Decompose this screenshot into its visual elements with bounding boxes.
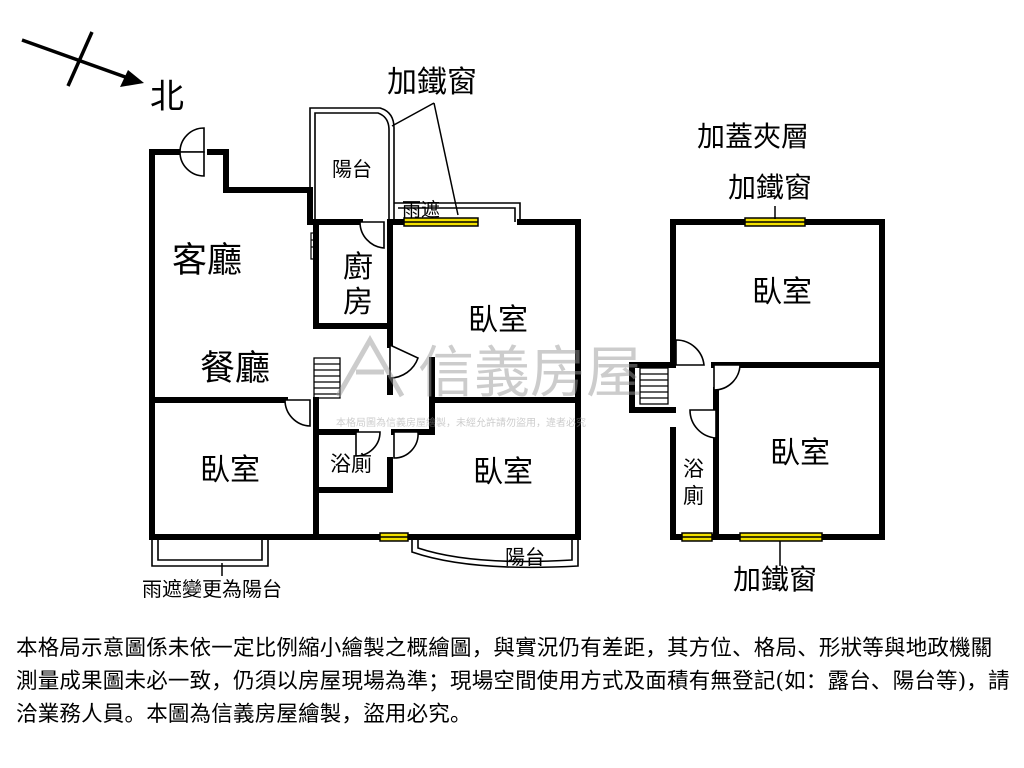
bedroom-bottom-door-icon xyxy=(393,431,419,459)
room-bedroom-top-center: 臥室 xyxy=(468,303,528,338)
stairs-mezzanine xyxy=(639,367,669,405)
watermark-notice: 本格局圖為信義房屋繪製，未經允許請勿盜用，違者必究 xyxy=(336,416,586,429)
watermark: 信義房屋 本格局圖為信義房屋繪製，未經允許請勿盜用，違者必究 xyxy=(335,334,642,429)
watermark-brand: 信義房屋 xyxy=(418,341,642,406)
mezz-door-mid-icon xyxy=(713,364,741,391)
rain-shelter-inner xyxy=(398,207,516,222)
balcony-bottom-inner xyxy=(417,537,573,563)
room-bedroom-bottom-center: 臥室 xyxy=(473,455,533,490)
compass-cross-line xyxy=(66,31,94,87)
mezzanine-walls xyxy=(629,219,885,540)
balcony-top-inner xyxy=(314,112,390,222)
label-rain-shelter: 雨遮 xyxy=(402,199,440,221)
room-mezz-bath-line1: 浴 xyxy=(683,457,704,481)
label-iron-window-mezz-top: 加鐵窗 xyxy=(728,171,812,204)
small-stairs-left xyxy=(310,232,318,260)
bath-wall-bottom xyxy=(313,457,393,493)
main-floor-doors xyxy=(179,127,419,459)
north-wall-step xyxy=(207,149,313,225)
balcony-bottom-outline xyxy=(411,537,579,569)
bedroom-left-door-icon xyxy=(284,399,311,427)
room-mezz-bedroom-top: 臥室 xyxy=(752,275,812,310)
mezzanine-title: 加蓋夾層 xyxy=(697,120,809,153)
disclaimer-text: 本格局示意圖係未依一定比例縮小繪製之概繪圖，與實況仍有差距，其方位、格局、形狀等… xyxy=(16,636,1010,727)
room-balcony-top: 陽台 xyxy=(332,157,372,181)
room-kitchen-line1: 廚 xyxy=(343,250,373,285)
main-floor-labels: 客廳 餐廳 廚 房 陽台 臥室 臥室 臥室 浴廁 陽台 加鐵窗 雨遮 雨遮變更為… xyxy=(142,65,545,601)
label-rain-shelter-changed: 雨遮變更為陽台 xyxy=(142,577,282,601)
room-bath: 浴廁 xyxy=(330,452,372,476)
room-kitchen-line2: 房 xyxy=(343,285,373,320)
label-iron-window-mezz-bottom: 加鐵窗 xyxy=(733,563,817,596)
mezz-door-bath-icon xyxy=(689,409,717,439)
mezz-outer-wall xyxy=(670,219,885,540)
rain-shelter-outline xyxy=(394,202,521,222)
entrance-door-icon xyxy=(179,127,205,153)
mezz-stair-wall xyxy=(629,362,676,413)
room-living: 客廳 xyxy=(172,241,242,281)
bath-door-icon xyxy=(355,431,381,457)
kitchen-door-icon xyxy=(359,221,385,249)
room-bedroom-left: 臥室 xyxy=(200,453,260,488)
floor-plan: 北 xyxy=(21,31,885,601)
rain-shelter-bottom-outline xyxy=(151,537,269,567)
compass-arrowhead-icon xyxy=(120,70,144,87)
room-dining: 餐廳 xyxy=(200,349,270,389)
brand-logo-icon xyxy=(335,334,405,398)
rain-shelter-bottom-inner xyxy=(157,537,263,561)
balcony-top-outline xyxy=(309,107,395,222)
entrance-door-swing-icon xyxy=(179,151,205,177)
north-label: 北 xyxy=(150,77,184,117)
main-floor-windows xyxy=(379,217,479,542)
annotation-leaders xyxy=(221,102,781,576)
room-balcony-bottom: 陽台 xyxy=(505,545,545,569)
stairs-main xyxy=(313,357,341,399)
corridor-door-icon xyxy=(389,343,419,379)
mezzanine-windows xyxy=(681,217,823,542)
mezzanine-doors xyxy=(675,339,741,439)
main-floor-walls xyxy=(149,149,581,540)
outer-wall xyxy=(149,149,581,540)
mezz-door-top-icon xyxy=(675,339,705,366)
mezzanine-labels: 加蓋夾層 加鐵窗 臥室 臥室 浴 廁 加鐵窗 xyxy=(683,120,830,596)
stairs-main-box xyxy=(313,357,341,399)
compass: 北 xyxy=(21,31,184,117)
compass-arrow-line xyxy=(21,38,129,80)
kitchen-wall-left xyxy=(313,219,389,329)
main-floor-balconies xyxy=(151,107,579,569)
room-mezz-bath-line2: 廁 xyxy=(683,484,704,508)
room-mezz-bedroom-bottom: 臥室 xyxy=(770,436,830,471)
label-iron-window-main: 加鐵窗 xyxy=(387,65,477,100)
